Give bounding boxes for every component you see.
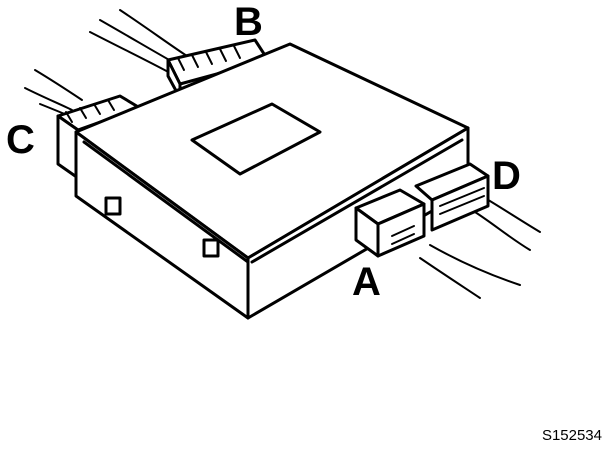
module-body: [74, 42, 470, 320]
label-b: B: [234, 0, 263, 44]
harness-a: [419, 244, 521, 299]
connector-a: [354, 188, 426, 258]
vent-slot-right: [202, 238, 220, 258]
label-c: C: [6, 118, 35, 162]
reference-code: S152534: [541, 427, 602, 444]
harness-d: [474, 197, 541, 251]
vent-slot-left: [104, 196, 122, 216]
connector-d: [414, 162, 490, 232]
connector-b: [166, 38, 270, 100]
module-label-plate: [190, 102, 322, 176]
label-a: A: [352, 260, 381, 304]
label-d: D: [492, 154, 521, 198]
connector-c: [56, 94, 142, 180]
